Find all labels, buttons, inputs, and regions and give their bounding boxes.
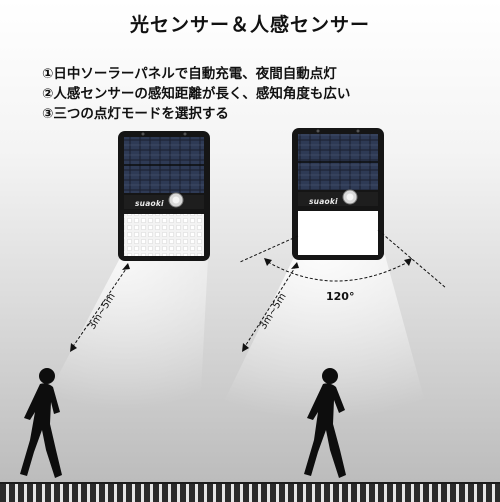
ground-strip: [0, 482, 500, 502]
feature-item-3: ③三つの点灯モードを選択する: [42, 106, 229, 122]
screw-icon: [183, 132, 187, 136]
arrowhead-icon: [404, 258, 412, 266]
screw-icon: [356, 129, 360, 133]
person-silhouette-left: [20, 368, 62, 478]
distance-arrow-right: [243, 265, 297, 349]
feature-item-2: ②人感センサーの感知距離が長く、感知角度も広い: [42, 86, 351, 102]
arrowhead-icon: [291, 262, 299, 269]
brand-logo-left: suaoki: [135, 199, 164, 208]
arrowhead-icon: [242, 343, 249, 352]
screw-icon: [141, 132, 145, 136]
person-silhouette-right: [304, 368, 346, 478]
page-title: 光センサー＆人感センサー: [129, 14, 370, 36]
arrowhead-icon: [70, 343, 77, 352]
brand-logo-right: suaoki: [309, 197, 338, 206]
feature-list: ①日中ソーラーパネルで自動充電、夜間自動点灯 ②人感センサーの感知距離が長く、感…: [42, 64, 350, 124]
angle-label: 120°: [326, 290, 355, 303]
beam-left: [40, 258, 208, 410]
screw-icon: [316, 129, 320, 133]
beam-right: [215, 255, 430, 420]
distance-arrow-left: [71, 265, 129, 349]
angle-lines: [239, 229, 447, 289]
arrowhead-icon: [122, 263, 130, 270]
solar-light-right: [292, 128, 384, 260]
solar-light-left: [118, 131, 210, 261]
feature-item-1: ①日中ソーラーパネルで自動充電、夜間自動点灯: [42, 66, 337, 82]
arrowhead-icon: [264, 258, 272, 266]
